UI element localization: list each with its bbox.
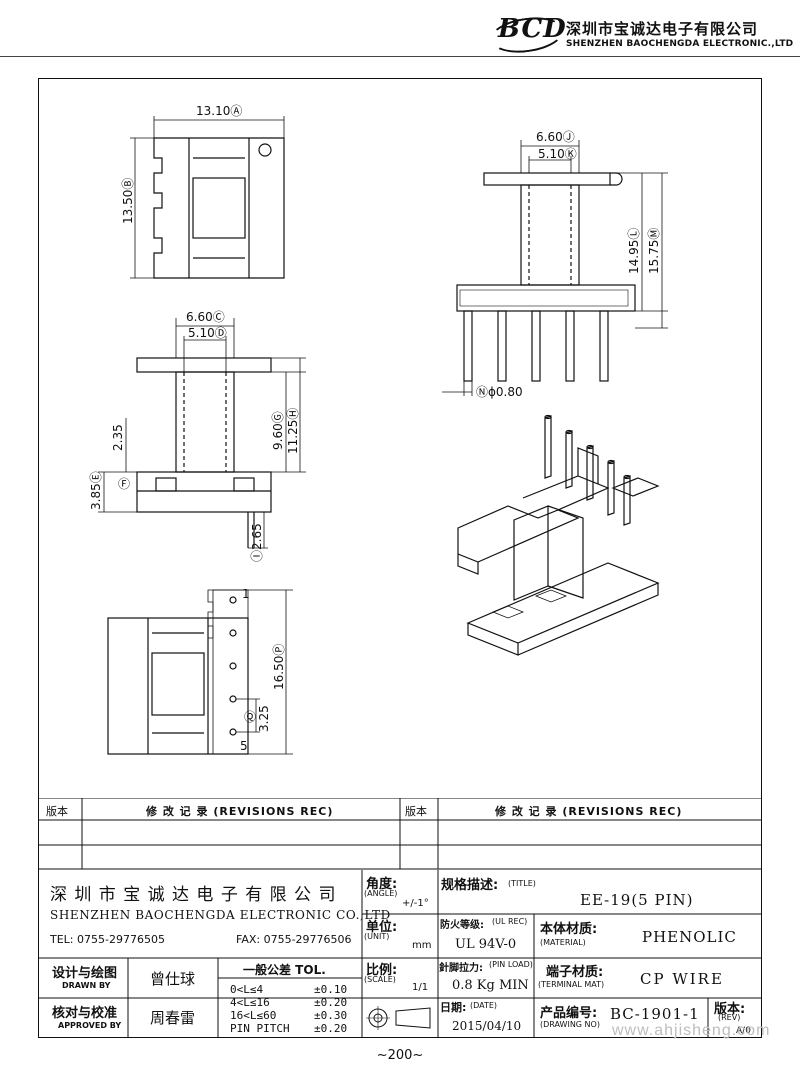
dim-pin-diameter: Ⓝϕ0.80 <box>476 385 523 399</box>
tb-title-en: (TITLE) <box>508 879 536 888</box>
tb-angle-value: +/-1° <box>402 898 429 909</box>
tb-unit-label: 单位: <box>366 920 398 935</box>
dim-top-height: 13.50Ⓑ <box>121 178 135 224</box>
dim-front-width-inner: 5.10Ⓓ <box>188 326 227 340</box>
tb-tol-range-2: 4<L≤16 <box>230 996 270 1009</box>
top-view <box>130 116 285 279</box>
isometric-view <box>457 414 660 656</box>
tb-terminal-value: CP WIRE <box>640 970 724 988</box>
tb-tol-value-2: ±0.20 <box>314 996 348 1009</box>
tb-rev-en: (REV) <box>718 1013 741 1022</box>
tb-title-value: EE-19(5 PIN) <box>580 891 694 909</box>
tb-pinload-value: 0.8 Kg MIN <box>452 978 529 993</box>
tb-drawn-label: 设计与绘图 <box>52 966 118 981</box>
tb-date-label: 日期: <box>440 1001 467 1014</box>
revisions-table <box>38 798 762 870</box>
dim-front-height-2: 11.25Ⓗ <box>286 408 300 454</box>
bottom-view <box>107 589 293 755</box>
tb-tel: TEL: 0755-29776505 <box>50 933 165 946</box>
tb-drawn-en: DRAWN BY <box>62 981 111 990</box>
tb-fax: FAX: 0755-29776506 <box>236 933 352 946</box>
tb-tol-value-4: ±0.20 <box>314 1022 348 1035</box>
company-logo: BCD <box>498 14 567 44</box>
dim-front-f: Ⓕ <box>118 477 130 491</box>
drawing-frame <box>38 78 762 1038</box>
tb-rev-value: A/0 <box>736 1026 751 1036</box>
rev-col-record-right: 修 改 记 录 (REVISIONS REC) <box>495 805 683 818</box>
pin-number-5: 5 <box>240 739 248 753</box>
tb-approved-label: 核对与校准 <box>52 1006 118 1021</box>
tb-drawingno-en: (DRAWING NO) <box>540 1020 600 1029</box>
dim-side-width-outer: 6.60Ⓙ <box>536 130 575 144</box>
tb-terminal-en: (TERMINAL MAT) <box>538 980 605 989</box>
header-rule <box>0 56 800 57</box>
dim-side-width-inner: 5.10Ⓚ <box>538 147 577 161</box>
dim-front-width-outer: 6.60Ⓒ <box>186 310 225 324</box>
dim-front-height-base: 3.85Ⓔ <box>89 471 103 510</box>
tb-tol-range-1: 0<L≤4 <box>230 983 264 996</box>
tb-pinload-en: (PIN LOAD) <box>489 960 533 969</box>
tb-company-cn: 深 圳 市 宝 诚 达 电 子 有 限 公 司 <box>50 885 337 905</box>
technical-drawing: 13.10Ⓐ 13.50Ⓑ 6.60Ⓒ 5.10Ⓓ 2.35 3.85Ⓔ Ⓕ 9… <box>89 104 668 755</box>
tb-approved-value: 周春雷 <box>150 1009 196 1027</box>
pin-number-1: 1 <box>242 587 250 601</box>
tb-drawingno-label: 产品编号: <box>540 1006 598 1021</box>
tb-ul-label: 防火等级: <box>440 920 484 931</box>
tb-tol-range-3: 16<L≤60 <box>230 1009 277 1022</box>
tb-unit-en: (UNIT) <box>364 932 390 941</box>
tb-tol-range-4: PIN PITCH <box>230 1022 290 1035</box>
dim-front-height-1: 9.60Ⓖ <box>271 411 285 450</box>
tb-drawn-value: 曾仕球 <box>150 970 196 988</box>
tb-angle-label: 角度: <box>366 877 398 892</box>
tb-pinload-label: 針脚拉力: <box>439 963 483 974</box>
dim-top-width: 13.10Ⓐ <box>196 104 242 118</box>
tb-material-label: 本体材质: <box>540 922 598 937</box>
tb-drawingno-value: BC-1901-1 <box>610 1005 700 1023</box>
tb-scale-en: (SCALE) <box>364 975 396 984</box>
company-name-en: SHENZHEN BAOCHENGDA ELECTRONIC.,LTD <box>566 39 794 49</box>
tb-title-label: 规格描述: <box>441 878 499 893</box>
tb-tol-value-1: ±0.10 <box>314 983 348 996</box>
company-name-cn: 深圳市宝诚达电子有限公司 <box>566 20 759 38</box>
dim-side-height-2: 15.75Ⓜ <box>647 228 661 274</box>
dim-side-height-1: 14.95Ⓛ <box>627 228 641 274</box>
dim-bottom-pitch: 3.25 <box>257 705 271 732</box>
rev-col-version-right: 版本 <box>405 805 427 818</box>
side-view <box>442 140 668 396</box>
tb-angle-en: (ANGLE) <box>364 889 398 898</box>
rev-col-version-left: 版本 <box>46 805 68 818</box>
dim-bottom-q: Ⓠ <box>244 710 256 724</box>
dim-front-pin: Ⓘ2.65 <box>250 523 264 562</box>
watermark: www.ahjisheng.com <box>612 1022 771 1039</box>
title-block <box>38 870 762 1038</box>
tb-tolerance-title: 一般公差 TOL. <box>243 963 326 977</box>
tb-scale-label: 比例: <box>366 963 398 978</box>
tb-terminal-label: 端子材质: <box>546 965 604 980</box>
tb-date-en: (DATE) <box>470 1001 498 1010</box>
dim-front-height-left: 2.35 <box>111 424 125 451</box>
tb-material-value: PHENOLIC <box>642 928 737 946</box>
page-number: ~200~ <box>376 1048 424 1063</box>
dim-bottom-height: 16.50Ⓟ <box>272 644 286 690</box>
tb-ul-value: UL 94V-0 <box>455 937 517 952</box>
tb-rev-label: 版本: <box>714 1002 746 1017</box>
rev-col-record-left: 修 改 记 录 (REVISIONS REC) <box>146 805 334 818</box>
tb-unit-value: mm <box>412 940 432 951</box>
tb-scale-value: 1/1 <box>412 982 429 993</box>
front-view <box>98 318 306 549</box>
page-header: BCD 深圳市宝诚达电子有限公司 SHENZHEN BAOCHENGDA ELE… <box>0 0 800 60</box>
tb-company-en: SHENZHEN BAOCHENGDA ELECTRONIC CO.,LTD <box>50 908 391 922</box>
tb-ul-en: (UL REC) <box>492 917 528 926</box>
tb-material-en: (MATERIAL) <box>540 938 586 947</box>
tb-approved-en: APPROVED BY <box>58 1021 122 1030</box>
tb-tol-value-3: ±0.30 <box>314 1009 348 1022</box>
tb-date-value: 2015/04/10 <box>452 1019 522 1033</box>
